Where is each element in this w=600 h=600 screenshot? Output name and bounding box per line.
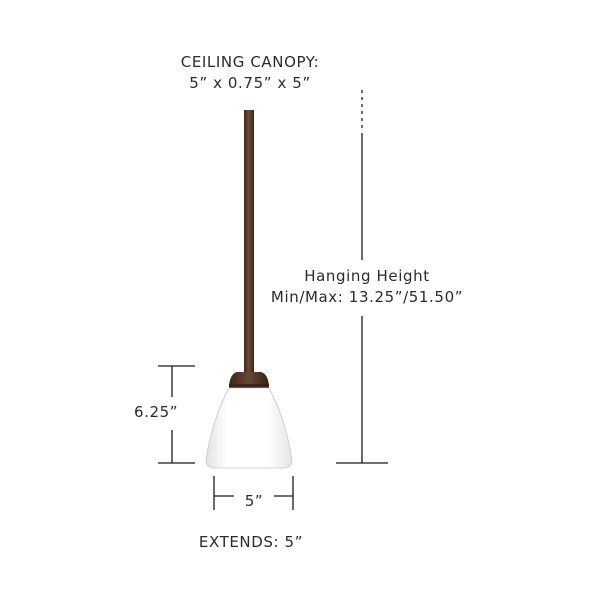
hanging-height-title: Hanging Height (304, 267, 430, 285)
socket-cap (229, 372, 269, 388)
glass-shade (205, 387, 293, 469)
hanging-height-label: Hanging Height Min/Max: 13.25”/51.50” (262, 266, 472, 308)
hanging-height-range: Min/Max: 13.25”/51.50” (270, 288, 464, 306)
shade-height-dimension (158, 365, 195, 464)
shade-height-value: 6.25” (134, 403, 179, 421)
hanging-height-dimension (336, 90, 388, 464)
canopy-title: CEILING CANOPY: (180, 53, 320, 71)
canopy-dimensions: 5” x 0.75” x 5” (189, 74, 311, 92)
downrod (244, 110, 254, 372)
shade-width-dimension (213, 476, 294, 510)
shade-width-value: 5” (244, 492, 264, 510)
ceiling-canopy-label: CEILING CANOPY: 5” x 0.75” x 5” (150, 52, 350, 94)
extends-label: EXTENDS: 5” (198, 533, 304, 551)
